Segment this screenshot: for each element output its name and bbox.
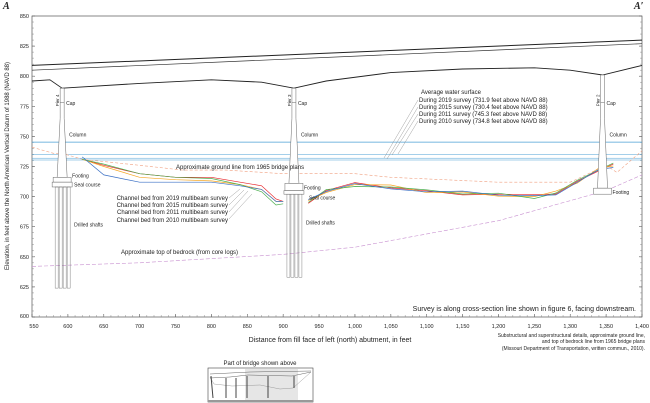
x-tick-label: 1,050	[384, 324, 398, 330]
x-tick-label: 800	[207, 324, 216, 330]
y-tick-label: 850	[20, 14, 29, 20]
y-tick-label: 775	[20, 104, 29, 110]
x-tick-label: 650	[99, 324, 108, 330]
water-2015-label: During 2015 survey (730.4 feet above NAV…	[419, 105, 548, 111]
inset-title: Part of bridge shown above	[223, 361, 297, 367]
cap-label: Cap	[66, 101, 75, 107]
x-tick-label: 1,400	[635, 324, 649, 330]
y-tick-label: 725	[20, 165, 29, 171]
pier-column	[597, 74, 608, 189]
y-tick-label: 750	[20, 134, 29, 140]
bridge-girder	[31, 64, 643, 89]
water-surface-title: Average water surface	[421, 90, 482, 96]
x-tick-label: 1,300	[563, 324, 577, 330]
x-tick-label: 1,350	[599, 324, 613, 330]
drilled-shafts-label: Drilled shafts	[306, 220, 335, 226]
column-label: Column	[69, 132, 86, 138]
pier-label: Pier 3	[287, 94, 292, 106]
bridge-locator-inset	[207, 367, 314, 403]
channel-bed-2010-label: Channel bed from 2010 multibeam survey	[117, 218, 228, 224]
y-tick-label: 825	[20, 44, 29, 50]
y-tick-label: 800	[20, 74, 29, 80]
column-label: Column	[301, 132, 318, 138]
channel-bed-2019-left	[82, 158, 284, 202]
y-tick-label: 625	[20, 285, 29, 291]
pier-footing	[52, 177, 72, 183]
drilled-shaft	[290, 193, 295, 278]
x-tick-label: 1,150	[456, 324, 470, 330]
drilled-shafts-label: Drilled shafts	[74, 223, 103, 229]
seal-course-label: Seal course	[74, 182, 101, 188]
pier-footing	[593, 187, 612, 195]
water-leaders	[383, 99, 419, 160]
x-tick-label: 1,100	[420, 324, 434, 330]
column-label: Column	[610, 132, 627, 138]
y-tick-label: 675	[20, 225, 29, 231]
y-tick-label: 650	[20, 255, 29, 261]
channel-bed-2010-right	[308, 167, 614, 200]
channel-bed-2010-left	[81, 156, 284, 202]
pier-seal-course	[283, 190, 305, 195]
source-note-line-1: Substructural and superstructural detail…	[498, 333, 645, 339]
drilled-shaft	[58, 186, 63, 289]
x-tick-label: 1,250	[527, 324, 541, 330]
footing-label: Footing	[304, 185, 321, 191]
bridge-deck-bottom	[31, 43, 643, 71]
source-note-line-3: (Missouri Department of Transportation, …	[502, 346, 645, 352]
source-note-line-2: and top of bedrock line from 1965 bridge…	[542, 339, 646, 345]
footing-label: Footing	[613, 190, 630, 196]
x-tick-label: 600	[63, 324, 72, 330]
cap-label: Cap	[607, 101, 616, 107]
seal-course-label: Seal course	[309, 195, 336, 201]
channel-bed-leaders	[228, 188, 253, 220]
water-2010-label: During 2010 survey (734.8 feet above NAV…	[419, 119, 548, 125]
channel-bed-2011-right	[308, 162, 614, 203]
x-tick-label: 1,000	[348, 324, 362, 330]
x-tick-label: 850	[243, 324, 252, 330]
pier-label: Pier 4	[55, 94, 60, 106]
x-tick-label: 950	[314, 324, 323, 330]
drilled-shaft	[66, 186, 71, 289]
pier-seal-course	[51, 181, 73, 188]
channel-bed-2015-right	[308, 165, 614, 201]
x-tick-label: 700	[135, 324, 144, 330]
water-2019-label: During 2019 survey (731.9 feet above NAV…	[419, 98, 548, 104]
cap-label: Cap	[298, 101, 307, 107]
water-2011-label: During 2011 survey (745.3 feet above NAV…	[419, 112, 547, 118]
x-tick-label: 1,200	[492, 324, 506, 330]
x-tick-label: 550	[29, 324, 38, 330]
drilled-shaft	[298, 193, 303, 278]
y-tick-label: 600	[20, 314, 29, 320]
bridge-deck-top	[31, 39, 643, 66]
x-tick-label: 750	[171, 324, 180, 330]
footing-label: Footing	[72, 173, 89, 179]
drilled-shaft	[62, 186, 67, 289]
survey-note: Survey is along cross-section line shown…	[413, 306, 636, 313]
corner-label-a-prime: A′	[633, 1, 644, 12]
channel-bed-2015-label: Channel bed from 2015 multibeam survey	[117, 203, 228, 209]
ground-line-1965	[31, 146, 643, 183]
channel-bed-2011-left	[82, 158, 284, 206]
channel-bed-2011-label: Channel bed from 2011 multibeam survey	[117, 210, 228, 216]
drilled-shaft	[294, 193, 299, 278]
channel-bed-2019-label: Channel bed from 2019 multibeam survey	[117, 196, 228, 202]
channel-bed-2019-right	[308, 163, 614, 204]
drilled-shaft	[286, 193, 291, 278]
y-axis-title: Elevation, in feet above the North Ameri…	[5, 62, 11, 270]
pier-label: Pier 2	[596, 94, 601, 106]
x-tick-label: 900	[279, 324, 288, 330]
ground-line-label: Approximate ground line from 1965 bridge…	[176, 165, 304, 171]
corner-label-a: A	[2, 1, 10, 12]
drilled-shaft	[54, 186, 59, 289]
pier-footing	[284, 183, 304, 191]
x-axis-title: Distance from fill face of left (north) …	[249, 337, 412, 344]
y-tick-label: 700	[20, 195, 29, 201]
bedrock-label: Approximate top of bedrock (from core lo…	[121, 250, 238, 256]
